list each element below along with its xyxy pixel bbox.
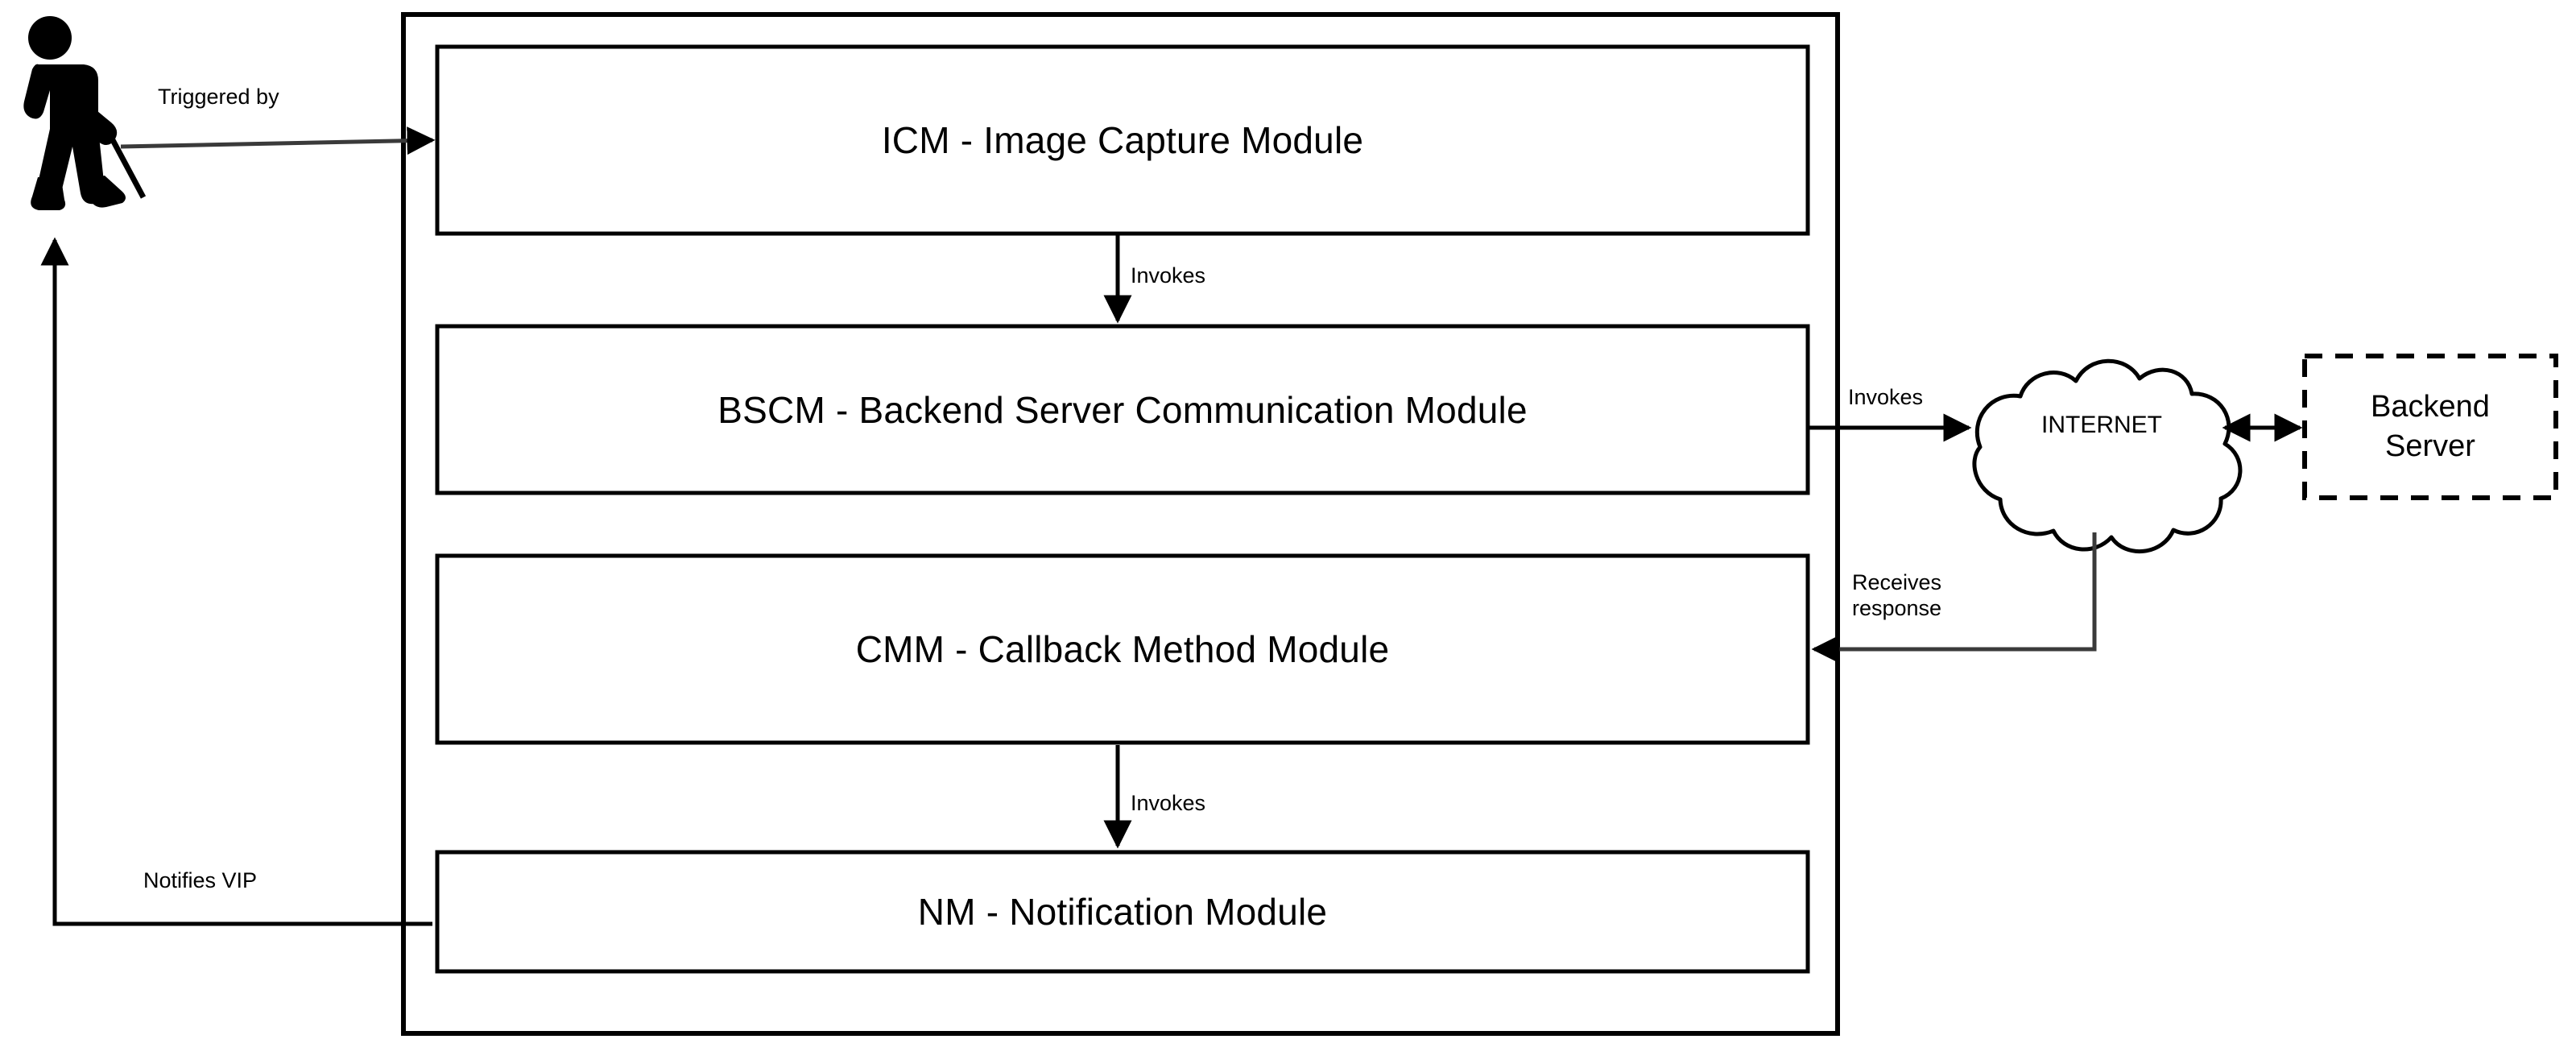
edge-label-bscm-invokes: Invokes bbox=[1848, 385, 1924, 409]
edge-nm-to-actor bbox=[40, 237, 432, 926]
edge-label-icm-invokes: Invokes bbox=[1131, 263, 1206, 288]
edge-label-notifies-vip: Notifies VIP bbox=[143, 868, 258, 892]
edge-internet-to-cmm bbox=[1811, 532, 2097, 664]
edge-actor-to-icm bbox=[120, 126, 436, 155]
edge-label-receives-response: Receives response bbox=[1852, 570, 1942, 620]
module-box-nm[interactable] bbox=[435, 850, 1810, 974]
backend-server-box[interactable] bbox=[2302, 354, 2558, 500]
blind-person-with-white-cane-icon bbox=[23, 16, 147, 210]
module-box-bscm[interactable] bbox=[435, 324, 1810, 495]
backend-server-label-line2: Server bbox=[2385, 429, 2475, 463]
mobile-application-container bbox=[401, 12, 1840, 1036]
module-box-icm[interactable] bbox=[435, 44, 1810, 236]
cloud-icon bbox=[1972, 358, 2243, 554]
module-box-cmm[interactable] bbox=[435, 553, 1810, 745]
cloud-label-internet: INTERNET bbox=[2041, 412, 2162, 438]
edge-label-cmm-invokes: Invokes bbox=[1131, 791, 1206, 815]
backend-server-label: Backend Server bbox=[2305, 356, 2556, 498]
edge-label-triggered-by: Triggered by bbox=[158, 85, 279, 109]
backend-server-label-line1: Backend bbox=[2371, 390, 2490, 424]
